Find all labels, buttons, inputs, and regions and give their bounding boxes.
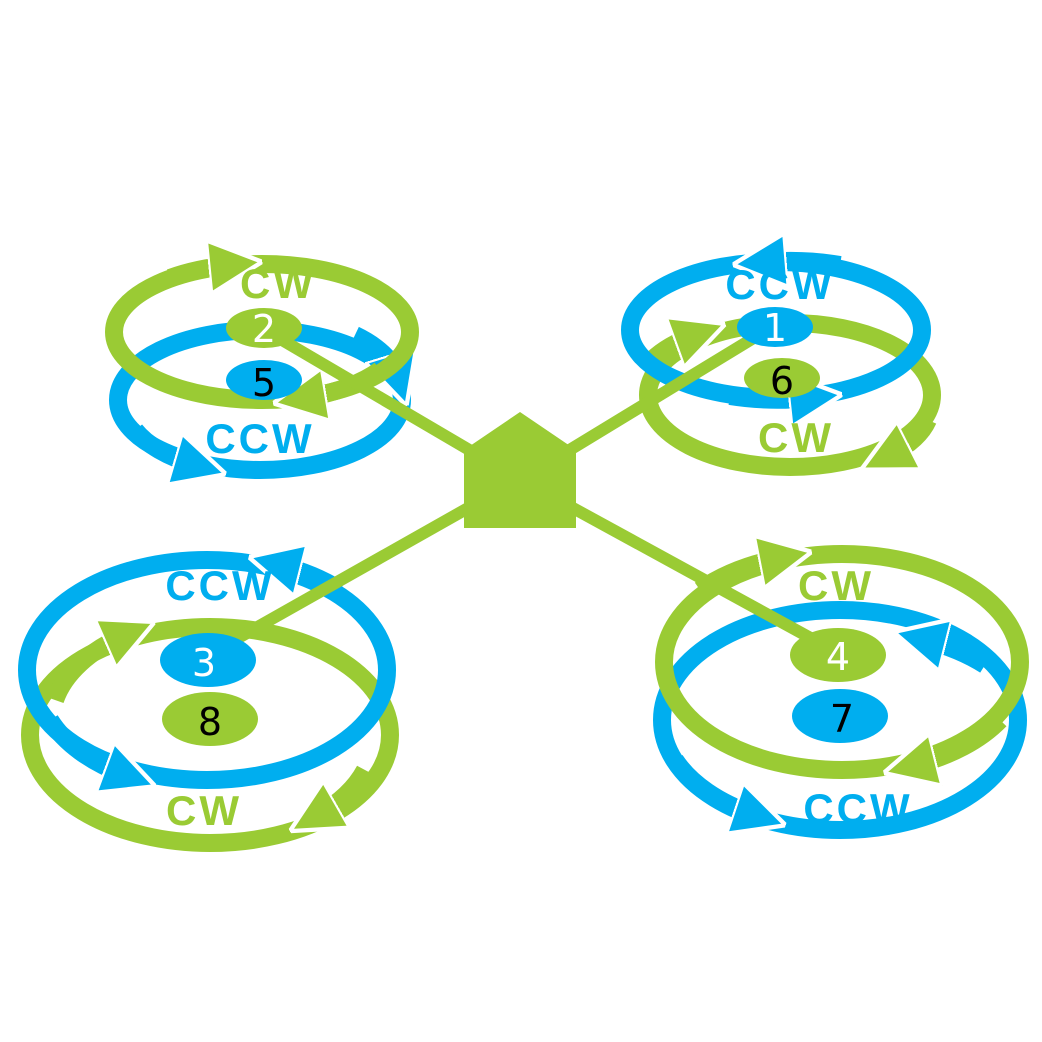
motor-hub-6 — [744, 358, 820, 398]
motor-hub-3 — [160, 633, 256, 687]
rotor-pair-bottom-right — [653, 554, 1029, 839]
rotor-ring-2-cw — [105, 264, 419, 400]
rotor-ring-7-ccw — [653, 601, 1027, 839]
motor-hub-4 — [790, 628, 886, 682]
motor-number-1: 1 — [763, 306, 787, 350]
arm-to-motor-3 — [205, 484, 503, 661]
motor-number-5: 5 — [252, 361, 276, 405]
motor-number-7: 7 — [830, 697, 854, 741]
house-body-icon — [464, 412, 576, 528]
rotor-ring-8-cw — [21, 627, 399, 852]
motor-hubs — [160, 307, 888, 746]
motor-hub-2 — [226, 308, 302, 348]
motor-hub-8 — [162, 692, 258, 746]
arm-to-motor-2 — [261, 324, 504, 474]
motor-number-3: 3 — [192, 641, 216, 685]
rotor-ring-1-ccw — [621, 261, 931, 400]
motor-numbers: 2 5 1 6 3 8 4 7 — [192, 306, 854, 744]
direction-label-motor-8: CW — [166, 787, 242, 834]
direction-labels: CW CCW CCW CW CCW CW CW CCW — [165, 260, 912, 834]
frame-arms — [205, 322, 841, 661]
direction-label-motor-5: CCW — [205, 415, 314, 462]
motor-hub-5 — [226, 360, 302, 400]
motor-number-8: 8 — [198, 700, 222, 744]
rotor-pair-top-right — [621, 261, 941, 476]
motor-hub-1 — [737, 307, 813, 347]
arm-to-motor-4 — [537, 484, 841, 659]
motor-number-2: 2 — [252, 307, 276, 351]
direction-label-motor-1: CCW — [725, 261, 834, 308]
direction-label-motor-3: CCW — [165, 562, 274, 609]
direction-label-motor-4: CW — [798, 562, 874, 609]
direction-label-motor-7: CCW — [803, 785, 912, 832]
motor-hub-7 — [792, 689, 888, 743]
direction-label-motor-6: CW — [758, 414, 834, 461]
motor-number-4: 4 — [826, 635, 850, 679]
direction-label-motor-2: CW — [240, 260, 316, 307]
motor-number-6: 6 — [770, 359, 794, 403]
arm-to-motor-1 — [536, 322, 774, 474]
